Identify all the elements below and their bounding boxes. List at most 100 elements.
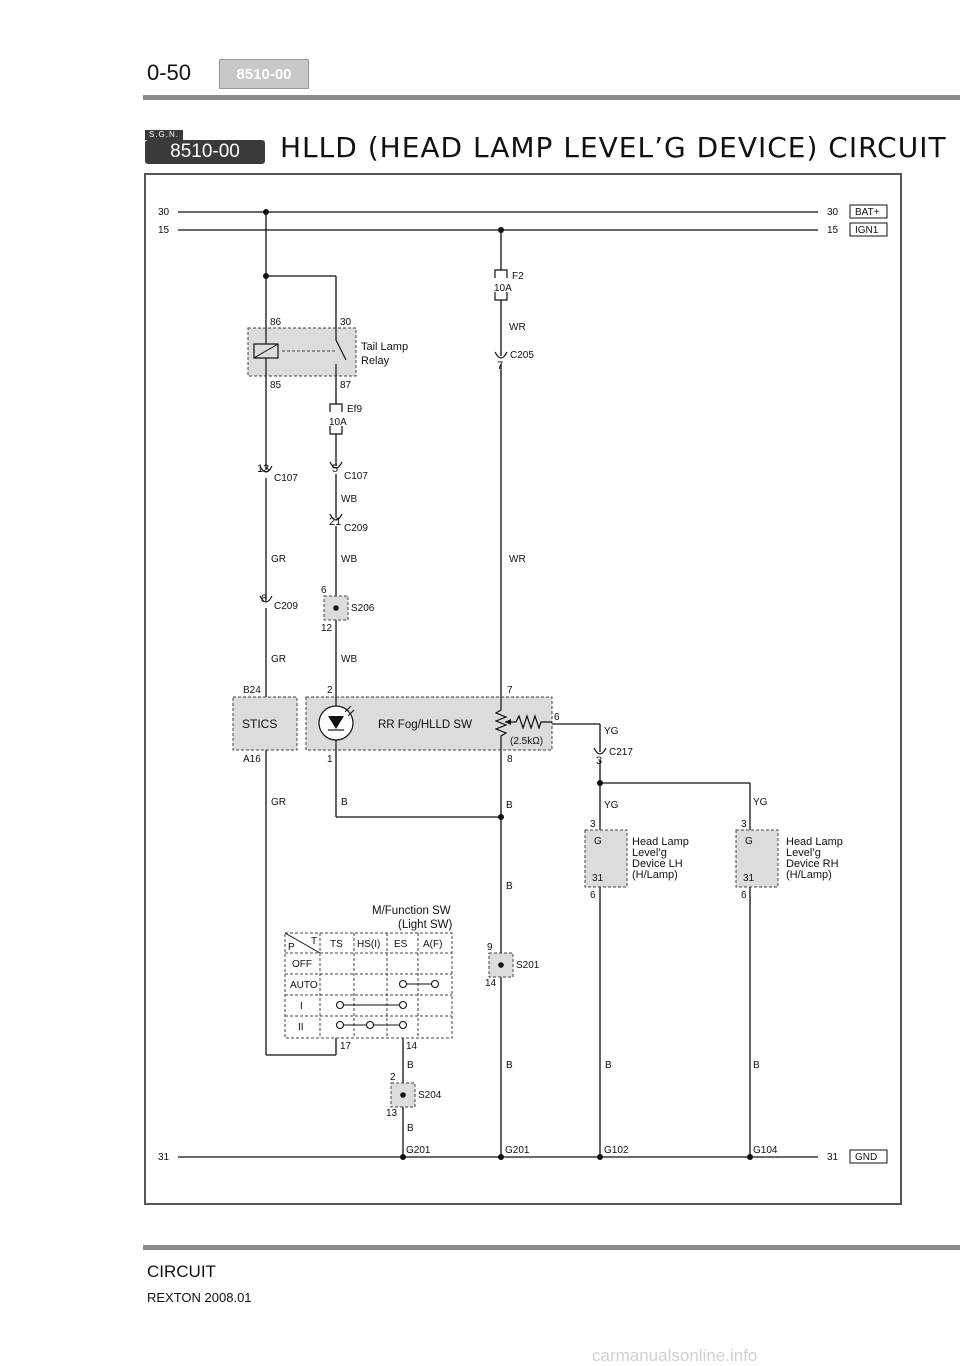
stics-pin-b24: B24 bbox=[243, 685, 261, 696]
lh-31: 31 bbox=[592, 873, 604, 884]
fog-switch-label: RR Fog/HLLD SW bbox=[378, 719, 472, 731]
splice-s206 bbox=[323, 595, 349, 621]
rail-15-left: 15 bbox=[158, 225, 170, 236]
tail-lamp-relay bbox=[247, 327, 357, 377]
stics-label: STICS bbox=[242, 717, 277, 731]
wire-b-rh: B bbox=[753, 1060, 760, 1071]
mswitch-col-hs: HS(I) bbox=[357, 939, 380, 950]
c209a-pin: 21 bbox=[329, 516, 341, 528]
wire-b-s204-top: B bbox=[407, 1060, 414, 1071]
diagram-frame bbox=[144, 173, 902, 1205]
lh-pin-3: 3 bbox=[590, 819, 596, 830]
sgn-badge: S.G.N. bbox=[145, 130, 183, 140]
wire-b-mid-1: B bbox=[506, 800, 513, 811]
s201-pin-bot: 14 bbox=[485, 978, 497, 989]
c209b-pin: 8 bbox=[261, 593, 267, 605]
rh-label-4: (H/Lamp) bbox=[786, 869, 832, 881]
ign-label: IGN1 bbox=[849, 222, 888, 237]
wire-gr-3: GR bbox=[271, 797, 286, 808]
rail-15-right: 15 bbox=[827, 225, 839, 236]
ground-g102: G102 bbox=[604, 1145, 629, 1156]
fog-pin-7: 7 bbox=[507, 685, 513, 696]
rh-label-2: Level’g bbox=[786, 847, 821, 859]
section-tag: 8510-00 bbox=[219, 59, 309, 89]
mswitch-table bbox=[284, 932, 453, 1039]
rail-31-left: 31 bbox=[158, 1152, 170, 1163]
footer-model: REXTON 2008.01 bbox=[147, 1290, 252, 1305]
fog-pin-8: 8 bbox=[507, 754, 513, 765]
splice-s201 bbox=[488, 952, 514, 978]
rh-label-1: Head Lamp bbox=[786, 836, 843, 848]
splice-s204 bbox=[390, 1082, 416, 1108]
bat-label: BAT+ bbox=[849, 204, 888, 219]
c205-pin: 7 bbox=[497, 360, 503, 372]
rail-30-right: 30 bbox=[827, 207, 839, 218]
c209a-label: C209 bbox=[344, 523, 368, 534]
ground-g201-b: G201 bbox=[505, 1145, 530, 1156]
leveling-device-rh bbox=[735, 829, 779, 888]
junction-dots bbox=[263, 209, 753, 1160]
rh-label-3: Device RH bbox=[786, 858, 839, 870]
wire-wr-1: WR bbox=[509, 322, 526, 333]
s206-pin-top: 6 bbox=[321, 585, 327, 596]
c107a-pin: 13 bbox=[257, 463, 269, 475]
rh-31: 31 bbox=[743, 873, 755, 884]
wire-b-mid-2: B bbox=[506, 881, 513, 892]
fog-pin-1: 1 bbox=[327, 754, 333, 765]
fuse-ef9-label: Ef9 bbox=[347, 404, 362, 415]
c107b-label: C107 bbox=[344, 471, 368, 482]
fog-hlld-switch bbox=[305, 696, 553, 751]
wire-b-lh: B bbox=[605, 1060, 612, 1071]
svg-text:BAT+: BAT+ bbox=[855, 207, 880, 218]
s204-label: S204 bbox=[418, 1090, 442, 1101]
rh-pin-6: 6 bbox=[741, 890, 747, 901]
s204-pin-bot: 13 bbox=[386, 1108, 398, 1119]
mswitch-row-ii: II bbox=[298, 1022, 304, 1033]
relay-pin-30: 30 bbox=[340, 317, 352, 328]
mswitch-contacts bbox=[335, 979, 440, 1030]
mswitch-col-ts: TS bbox=[330, 939, 343, 950]
relay-pin-87: 87 bbox=[340, 380, 352, 391]
svg-text:GND: GND bbox=[855, 1152, 877, 1163]
mswitch-row-off: OFF bbox=[292, 959, 312, 970]
fuse-f2 bbox=[494, 269, 508, 301]
ground-g201-a: G201 bbox=[406, 1145, 431, 1156]
c217-pin: 3 bbox=[596, 755, 602, 767]
lh-pin-6: 6 bbox=[590, 890, 596, 901]
wire-wb-1: WB bbox=[341, 494, 357, 505]
mswitch-corner-t: T bbox=[311, 936, 317, 947]
mswitch-corner-diagonal bbox=[284, 932, 321, 954]
wire-b-switch: B bbox=[341, 797, 348, 808]
s206-pin-bot: 12 bbox=[321, 623, 333, 634]
rail-31-right: 31 bbox=[827, 1152, 839, 1163]
wire-gr-1: GR bbox=[271, 554, 286, 565]
fog-pin-6: 6 bbox=[554, 712, 560, 723]
connector-arcs bbox=[259, 351, 607, 755]
rh-pin-3: 3 bbox=[741, 819, 747, 830]
mswitch-col-af: A(F) bbox=[423, 939, 442, 950]
wire-yg-3: YG bbox=[753, 797, 768, 808]
relay-name-2: Relay bbox=[361, 355, 390, 367]
s201-label: S201 bbox=[516, 960, 540, 971]
fuse-f2-label: F2 bbox=[512, 271, 524, 282]
mswitch-corner-p: P bbox=[288, 942, 295, 953]
relay-pin-86: 86 bbox=[270, 317, 282, 328]
mswitch-row-auto: AUTO bbox=[290, 980, 318, 991]
wire-yg-1: YG bbox=[604, 726, 619, 737]
c205-label: C205 bbox=[510, 350, 534, 361]
lh-label-1: Head Lamp bbox=[632, 836, 689, 848]
wire-b-s204-bot: B bbox=[407, 1123, 414, 1134]
lh-label-3: Device LH bbox=[632, 858, 683, 870]
footer-rule bbox=[143, 1245, 960, 1250]
mswitch-row-i: I bbox=[300, 1001, 303, 1012]
svg-text:IGN1: IGN1 bbox=[855, 225, 879, 236]
stics-pin-a16: A16 bbox=[243, 754, 261, 765]
ground-g104: G104 bbox=[753, 1145, 778, 1156]
wire-wb-3: WB bbox=[341, 654, 357, 665]
fog-switch-resistance: (2.5kΩ) bbox=[510, 736, 543, 747]
relay-pin-85: 85 bbox=[270, 380, 282, 391]
header-rule bbox=[143, 95, 960, 100]
wire-gr-2: GR bbox=[271, 654, 286, 665]
s206-label: S206 bbox=[351, 603, 375, 614]
